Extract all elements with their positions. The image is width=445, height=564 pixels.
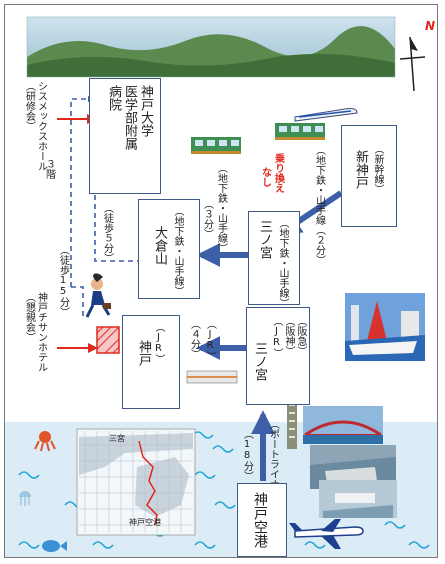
inset-map <box>76 428 196 536</box>
sannomiya-subway-line-label: （地下鉄・山手線） <box>277 218 288 308</box>
sysmex-hall-label: シスメックスホール <box>35 81 47 171</box>
shinkobe-line-label: （新幹線） <box>372 144 383 194</box>
airplane-icon <box>289 519 364 549</box>
fish-icon <box>42 540 67 552</box>
diagram-graphics <box>5 16 437 557</box>
sannomiya-hankyu-label: （阪急） <box>295 316 306 356</box>
kobe-airport-station-box: 神戸空港 <box>237 483 287 557</box>
sannomiya-jr-label: （JR） <box>271 316 282 358</box>
shinkansen-icon <box>294 108 358 122</box>
walk-5-label: （徒歩５分） <box>101 203 113 263</box>
hospital-box: 神戸大学 医学部附属 病院 <box>89 78 161 194</box>
sysmex-floor-label: ３階 <box>43 159 55 179</box>
hospital-name-line2: 医学部附属 <box>122 85 137 150</box>
bridge-photo <box>303 406 383 444</box>
subway-train-icon <box>191 137 241 154</box>
walk-route-15min <box>70 95 95 287</box>
port-liner-time-label: （18分） <box>241 429 253 481</box>
hospital-name-line3: 病院 <box>106 85 121 111</box>
sysmex-event-label: （研修会） <box>23 81 35 131</box>
hospital-name-line1: 神戸大学 <box>138 85 153 137</box>
shinkobe-station-box: （新幹線） 新神戸 <box>341 125 397 227</box>
jr-line-label: （JR） <box>204 319 216 361</box>
kobe-jr-name: 神戸 <box>136 340 151 366</box>
walk-route-5min <box>91 132 142 262</box>
walk-route-hotel <box>71 286 84 319</box>
okura-time-label: （３分） <box>201 199 213 239</box>
kobe-jr-line-label: （JR） <box>153 322 164 364</box>
kobe-port-photo <box>345 293 425 361</box>
walking-person-icon <box>85 273 111 318</box>
airport-photo <box>319 480 397 518</box>
okura-line-label: （地下鉄・山手線） <box>215 163 227 253</box>
map-label-airport: 神戸空港 <box>129 518 161 527</box>
subway-time-label: （地下鉄・山手線（２分） <box>313 145 325 265</box>
port-liner-train-icon <box>287 401 297 449</box>
jr-train-icon <box>186 370 238 384</box>
jellyfish-icon <box>19 491 31 506</box>
compass-icon <box>399 36 426 92</box>
okurayama-line-label: （地下鉄・山手線） <box>172 206 183 296</box>
chisun-hotel-label: 神戸チサンホテル <box>35 292 47 372</box>
octopus-icon <box>34 431 56 452</box>
okurayama-station-box: （地下鉄・山手線） 大倉山 <box>138 199 200 299</box>
kobe-airport-name: 神戸空港 <box>252 492 268 548</box>
shinkobe-name: 新神戸 <box>353 150 368 189</box>
north-label: N <box>425 19 436 33</box>
walk-15-label: （徒歩15分） <box>57 245 69 317</box>
sannomiya-main-station-box: （阪急） （阪神） （JR） 三ノ宮 <box>246 307 310 405</box>
hotel-location-marker <box>96 326 120 354</box>
transfer-none-label-2: なし <box>259 167 271 187</box>
sannomiya-subway-name: 三ノ宮 <box>257 220 272 259</box>
sannomiya-subway-station-box: （地下鉄・山手線） 三ノ宮 <box>248 211 300 308</box>
sannomiya-main-name: 三ノ宮 <box>252 342 267 381</box>
subway-train-icon-2 <box>275 123 325 140</box>
port-liner-line-label: （ポートライナー） <box>267 419 279 509</box>
transfer-none-label: 乗り換え <box>272 153 284 193</box>
jr-time-label: （４分） <box>188 319 200 359</box>
kobe-jr-station-box: （JR） 神戸 <box>122 315 180 409</box>
map-label-sannomiya: 三宮 <box>109 434 125 443</box>
access-map: N シスメックスホール ３階 （研修会） 神戸チサンホテル （懇親会） （徒歩1… <box>4 4 438 558</box>
sannomiya-hanshin-label: （阪神） <box>283 316 294 356</box>
okurayama-name: 大倉山 <box>152 226 167 265</box>
scenery-banner <box>26 16 396 78</box>
chisun-event-label: （懇親会） <box>23 292 35 342</box>
